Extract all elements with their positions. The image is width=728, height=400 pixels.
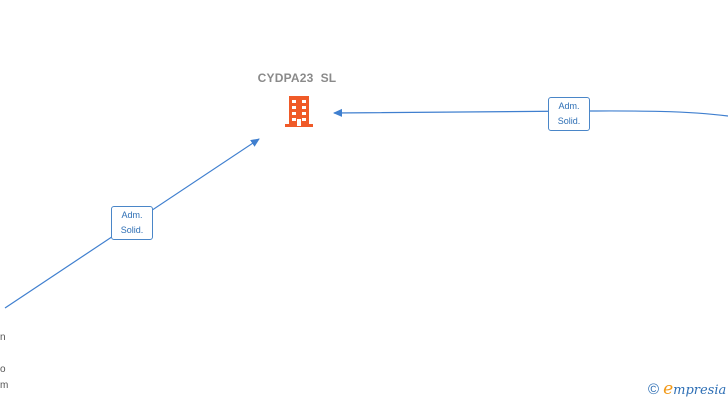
- clipped-node-label: n o m: [0, 330, 8, 394]
- brand-initial: e: [663, 379, 674, 399]
- relation-role-line2: Solid.: [120, 225, 144, 235]
- clipped-text-line: o: [0, 364, 6, 375]
- relation-label-right[interactable]: Adm. Solid.: [548, 97, 590, 131]
- clipped-text-line: n: [0, 332, 6, 343]
- brand-name: mpresia: [673, 383, 727, 398]
- relation-role-line1: Adm.: [558, 101, 580, 111]
- building-icon[interactable]: [283, 94, 315, 128]
- relation-role-line2: Solid.: [557, 116, 581, 126]
- copyright-icon: ©: [648, 381, 660, 398]
- empresia-watermark: ©empresia: [648, 379, 726, 399]
- relation-edge-right: [333, 108, 728, 117]
- clipped-text-line: [0, 346, 8, 362]
- relation-role-line1: Adm.: [121, 210, 143, 220]
- clipped-text-line: m: [0, 380, 8, 391]
- relation-label-left[interactable]: Adm. Solid.: [111, 206, 153, 240]
- company-name[interactable]: CYDPA23 SL: [257, 71, 337, 85]
